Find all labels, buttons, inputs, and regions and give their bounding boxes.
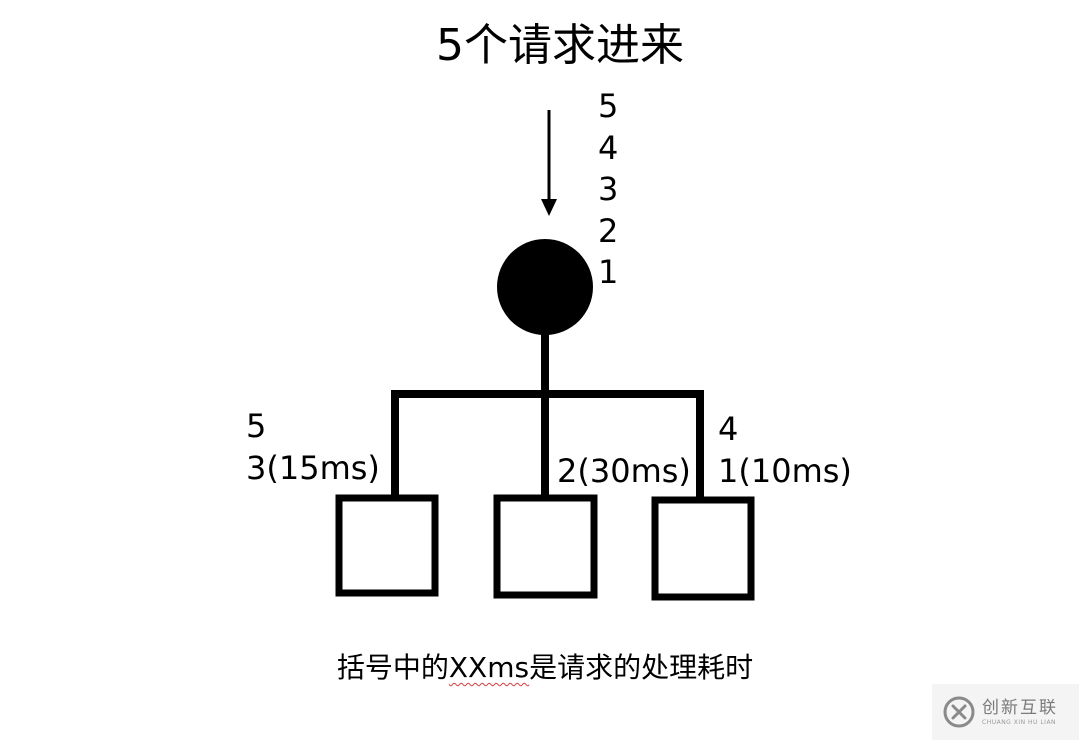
watermark-text: 创新互联 [982,697,1058,718]
incoming-arrow-head [541,199,557,216]
queue-item: 1 [598,253,619,291]
branch-label-line: 5 [246,407,267,445]
server-box-middle [493,494,598,599]
caption-marked-term: XXms [448,651,530,684]
server-box-right [651,496,755,601]
queue-item: 2 [598,211,619,250]
diagram-caption: 括号中的XXms是请求的处理耗时 [0,648,1079,688]
branch-label-line: 4 [718,410,739,448]
branch-label-line: 1(10ms) [718,452,852,490]
branch-label-left: 5 3(15ms) [246,405,380,489]
brand-logo-icon [943,696,975,728]
watermark: 创新互联 CHUANG XIN HU LIAN [932,684,1079,740]
diagram-title: 5个请求进来 [436,20,684,71]
branch-label-middle: 2(30ms) [557,450,691,492]
queue-item: 5 [598,87,619,125]
branch-label-line: 2(30ms) [557,452,691,490]
queue-item: 4 [598,128,619,167]
request-queue: 5 4 3 2 1 [598,86,618,294]
caption-prefix: 括号中的 [336,651,449,684]
branch-label-right: 4 1(10ms) [718,408,852,492]
dispatcher-node [497,239,593,335]
server-box-left [335,494,439,597]
caption-suffix: 是请求的处理耗时 [529,651,754,684]
branch-label-line: 3(15ms) [246,449,380,487]
queue-item: 3 [598,170,619,208]
watermark-subtext: CHUANG XIN HU LIAN [982,718,1057,726]
